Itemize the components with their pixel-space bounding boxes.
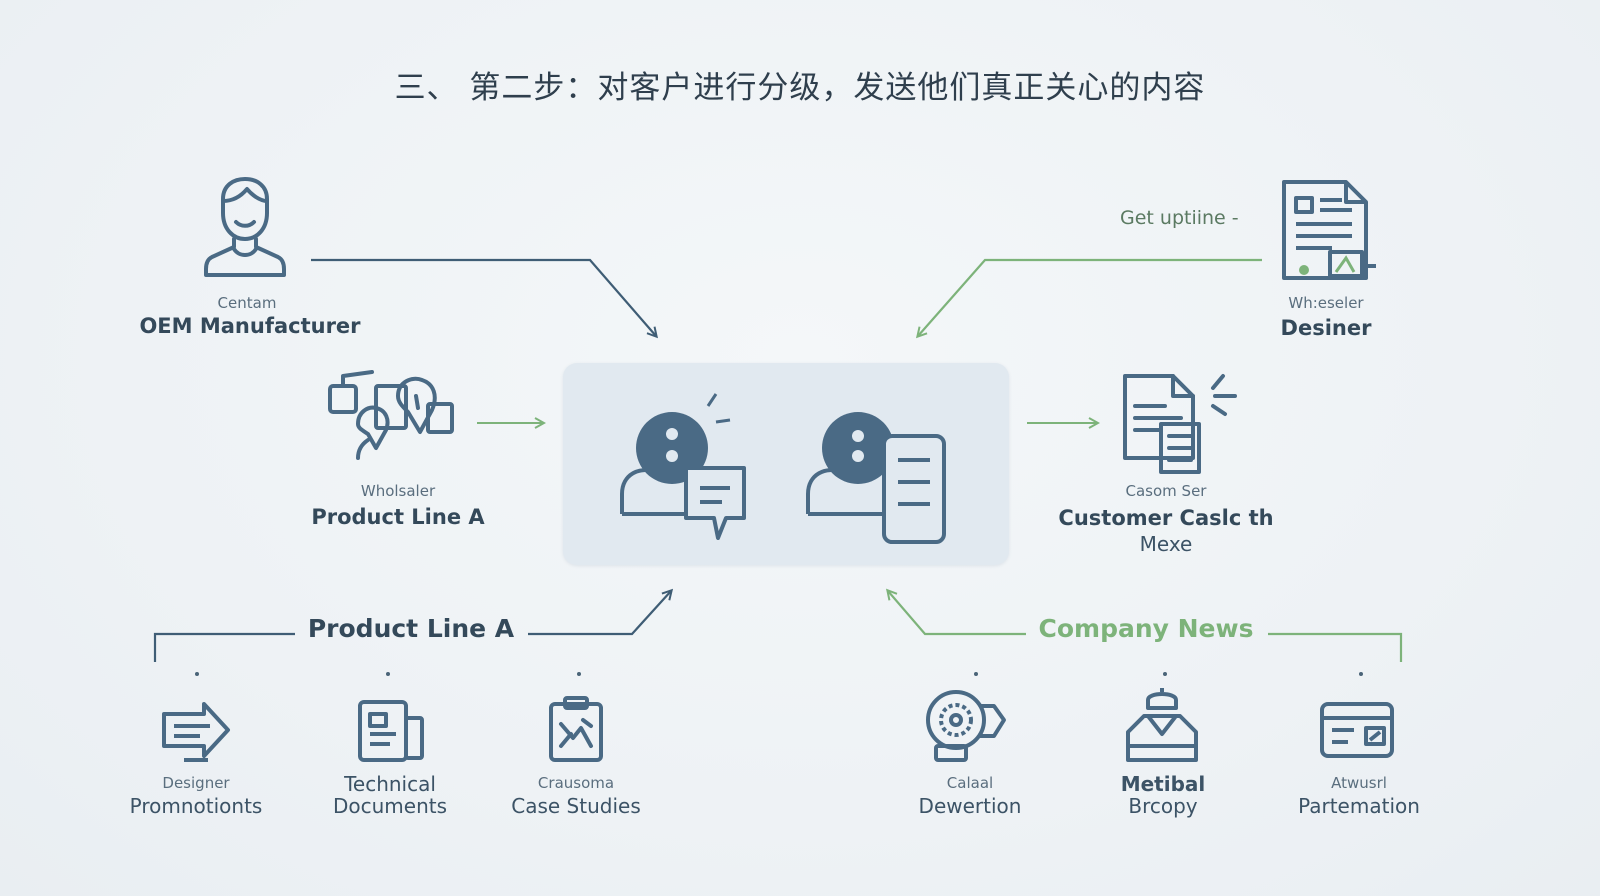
designer-small-label: Wh:eseler — [1288, 294, 1364, 312]
person-document-icon — [806, 412, 946, 544]
bracket-left — [153, 632, 295, 662]
item-small-label: Crausoma — [537, 774, 615, 792]
item-label: Case Studies — [511, 794, 641, 818]
bullet — [577, 672, 581, 676]
tag-arrow-icon — [162, 702, 230, 762]
page-title: 三、 第二步：对客户进行分级，发送他们真正关心的内容 — [394, 70, 1206, 106]
arrow-left-section-to-center — [528, 591, 671, 636]
oem-small-label: Centam — [217, 294, 277, 312]
right-section-heading: Company News — [1038, 614, 1254, 643]
item-small-label: Designer — [162, 774, 230, 792]
customer-small-label: Casom Ser — [1125, 482, 1207, 500]
arrow-oem-to-center — [311, 258, 656, 336]
designer-label: Desiner — [1280, 316, 1372, 340]
arrow-designer-to-center — [918, 258, 1262, 336]
item-small-label: Calaal — [946, 774, 994, 792]
item-label: Promnotionts — [129, 794, 263, 818]
bullet — [386, 672, 390, 676]
shirt-badge-icon — [1126, 688, 1198, 762]
customer-label-line1: Customer Caslc th — [1058, 506, 1274, 530]
left-section-heading: Product Line A — [307, 614, 515, 643]
clipboard-chart-icon — [549, 696, 603, 762]
bullet — [195, 672, 199, 676]
technical-document-icon — [358, 700, 424, 762]
document-certificate-icon — [1282, 180, 1376, 280]
item-small-label: Technical — [344, 772, 436, 796]
item-small-label: Atwusrl — [1331, 774, 1387, 792]
item-label: Documents — [332, 794, 448, 818]
calendar-card-icon — [1320, 702, 1394, 758]
productline-small-label: Wholsaler — [360, 482, 436, 500]
person-chat-icon — [620, 393, 746, 540]
item-label: Dewertion — [918, 794, 1022, 818]
item-small-label: Metibal — [1120, 772, 1206, 796]
bullet — [974, 672, 978, 676]
document-list-icon — [1123, 374, 1237, 474]
item-label: Brcopy — [1128, 794, 1198, 818]
arrow-right-section-to-center — [888, 591, 1026, 636]
bullet — [1359, 672, 1363, 676]
gear-dial-icon — [926, 690, 1006, 762]
oem-label: OEM Manufacturer — [139, 314, 361, 338]
get-uptime-annotation: Get uptiine - — [1120, 207, 1239, 229]
bullet — [1163, 672, 1167, 676]
person-icon — [204, 177, 286, 277]
group-chat-icon — [328, 370, 454, 460]
customer-label-line2: Mexe — [1139, 532, 1193, 556]
productline-label: Product Line A — [311, 505, 485, 529]
bracket-right — [1268, 632, 1403, 662]
item-label: Partemation — [1298, 794, 1420, 818]
